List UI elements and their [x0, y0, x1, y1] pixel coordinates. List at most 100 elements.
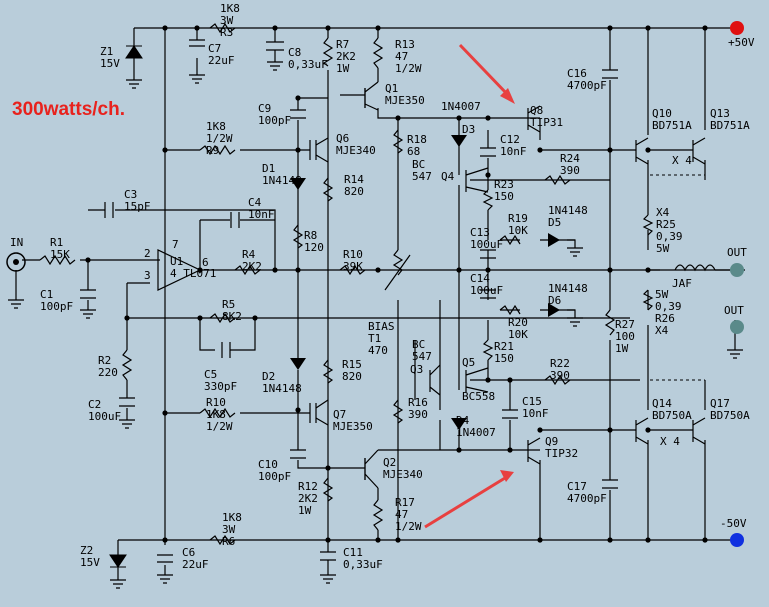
ground-symbols — [8, 61, 743, 589]
transistor-Q3 — [429, 364, 441, 396]
junction-dot — [124, 315, 130, 321]
label-Q6-0: Q6 — [336, 132, 349, 145]
label-Z1-1: 15V — [100, 57, 120, 70]
junction-dot — [485, 267, 491, 273]
resistor-R5 — [209, 312, 236, 324]
positive-rail-label: +50V — [728, 36, 755, 49]
label-Q1-1: MJE350 — [385, 94, 425, 107]
label-R14-0: R14 — [344, 173, 364, 186]
junction-dot — [162, 410, 168, 416]
junction-dot — [607, 147, 613, 153]
output-terminal-2 — [730, 320, 744, 334]
label-R3-2: R3 — [220, 26, 233, 39]
label-C2-1: 100uF — [88, 410, 121, 423]
label-Z1-0: Z1 — [100, 45, 113, 58]
label-Q10-0: Q10 — [652, 107, 672, 120]
label-C12-1: 10nF — [500, 145, 527, 158]
output-label-2: OUT — [724, 304, 744, 317]
capacitor-C3 — [104, 202, 114, 218]
capacitor-C6 — [157, 554, 173, 563]
capacitor-C16 — [602, 69, 618, 79]
label-C10-0: C10 — [258, 458, 278, 471]
junction-dot — [645, 427, 651, 433]
label-C6-1: 22uF — [182, 558, 209, 571]
label-R7-0: R7 — [336, 38, 349, 51]
junction-dot — [325, 537, 331, 543]
junction-dot — [162, 25, 168, 31]
label-C15-0: C15 — [522, 395, 542, 408]
label-R10b-0: R10 — [343, 248, 363, 261]
resistor-R1 — [39, 254, 76, 266]
junction-dot — [194, 25, 200, 31]
label-C3-1: 15pF — [124, 200, 151, 213]
label-R6-1: 3W — [222, 523, 236, 536]
label-Q1-0: Q1 — [385, 82, 398, 95]
label-C13-1: 100uF — [470, 238, 503, 251]
label-R18-1: 68 — [407, 145, 420, 158]
label-R25-3: 5W — [656, 242, 670, 255]
label-D6-0: 1N4148 — [548, 282, 588, 295]
label-BC547b-1: 547 — [412, 350, 432, 363]
capacitor-C9 — [290, 109, 306, 119]
negative-rail-label: -50V — [720, 517, 747, 530]
zener-Z2 — [109, 554, 127, 568]
resistor-R7 — [322, 37, 334, 67]
resistor-R22 — [544, 374, 571, 386]
label-C5-1: 330pF — [204, 380, 237, 393]
resistor-R2 — [121, 349, 133, 381]
capacitor-C12 — [480, 147, 496, 157]
junction-dot — [162, 537, 168, 543]
label-R6-2: R6 — [222, 535, 235, 548]
label-C9-1: 100pF — [258, 114, 291, 127]
label-Q14-0: Q14 — [652, 397, 672, 410]
label-D3label-0: 1N4007 — [441, 100, 481, 113]
label-x4b-0: X 4 — [660, 435, 680, 448]
diode-D1 — [290, 178, 306, 190]
label-C6-0: C6 — [182, 546, 195, 559]
junction-dot — [295, 95, 301, 101]
label-R8-1: 120 — [304, 241, 324, 254]
label-R7-1: 2K2 — [336, 50, 356, 63]
junction-dot — [607, 267, 613, 273]
label-D4-1: 1N4007 — [456, 426, 496, 439]
label-R25-1: R25 — [656, 218, 676, 231]
capacitor-C15 — [502, 409, 518, 419]
diode-D5 — [548, 233, 560, 247]
label-R3-1: 3W — [220, 14, 234, 27]
output-label-1: OUT — [727, 246, 747, 259]
label-C14-0: C14 — [470, 272, 490, 285]
label-U1-0: U1 — [170, 255, 183, 268]
label-C1-0: C1 — [40, 288, 53, 301]
label-R22-0: R22 — [550, 357, 570, 370]
resistor-R25 — [642, 214, 654, 236]
label-C11-1: 0,33uF — [343, 558, 383, 571]
label-R26-3: X4 — [655, 324, 669, 337]
junction-dot — [197, 315, 203, 321]
label-C11-0: C11 — [343, 546, 363, 559]
opamp-pin-2: 7 — [172, 238, 179, 251]
inductor-JAF — [674, 264, 716, 272]
resistor-R10b — [339, 264, 366, 276]
label-R8-0: R8 — [304, 229, 317, 242]
junction-dot — [485, 377, 491, 383]
label-BC547a-0: BC — [412, 158, 425, 171]
label-D4-0: D4 — [456, 414, 470, 427]
label-C9-0: C9 — [258, 102, 271, 115]
capacitor-C10 — [290, 449, 306, 459]
capacitor-C1 — [80, 289, 96, 299]
transistor-Q13 — [648, 137, 706, 165]
transistor-Q9 — [527, 437, 541, 465]
junction-dot — [85, 257, 91, 263]
label-R10b-1: 39K — [343, 260, 363, 273]
label-R15-0: R15 — [342, 358, 362, 371]
label-Q10-1: BD751A — [652, 119, 692, 132]
junction-dot — [507, 447, 513, 453]
junction-dot — [537, 537, 543, 543]
label-R12-2: 1W — [298, 504, 312, 517]
capacitor-C2 — [119, 397, 135, 407]
resistor-R10a — [199, 407, 236, 419]
label-R23-1: 150 — [494, 190, 514, 203]
label-R12-1: 2K2 — [298, 492, 318, 505]
component-labels: Z115VZ215V1K83WR31K83WR6C722uFC622uFC80,… — [40, 2, 750, 571]
label-R23-0: R23 — [494, 178, 514, 191]
